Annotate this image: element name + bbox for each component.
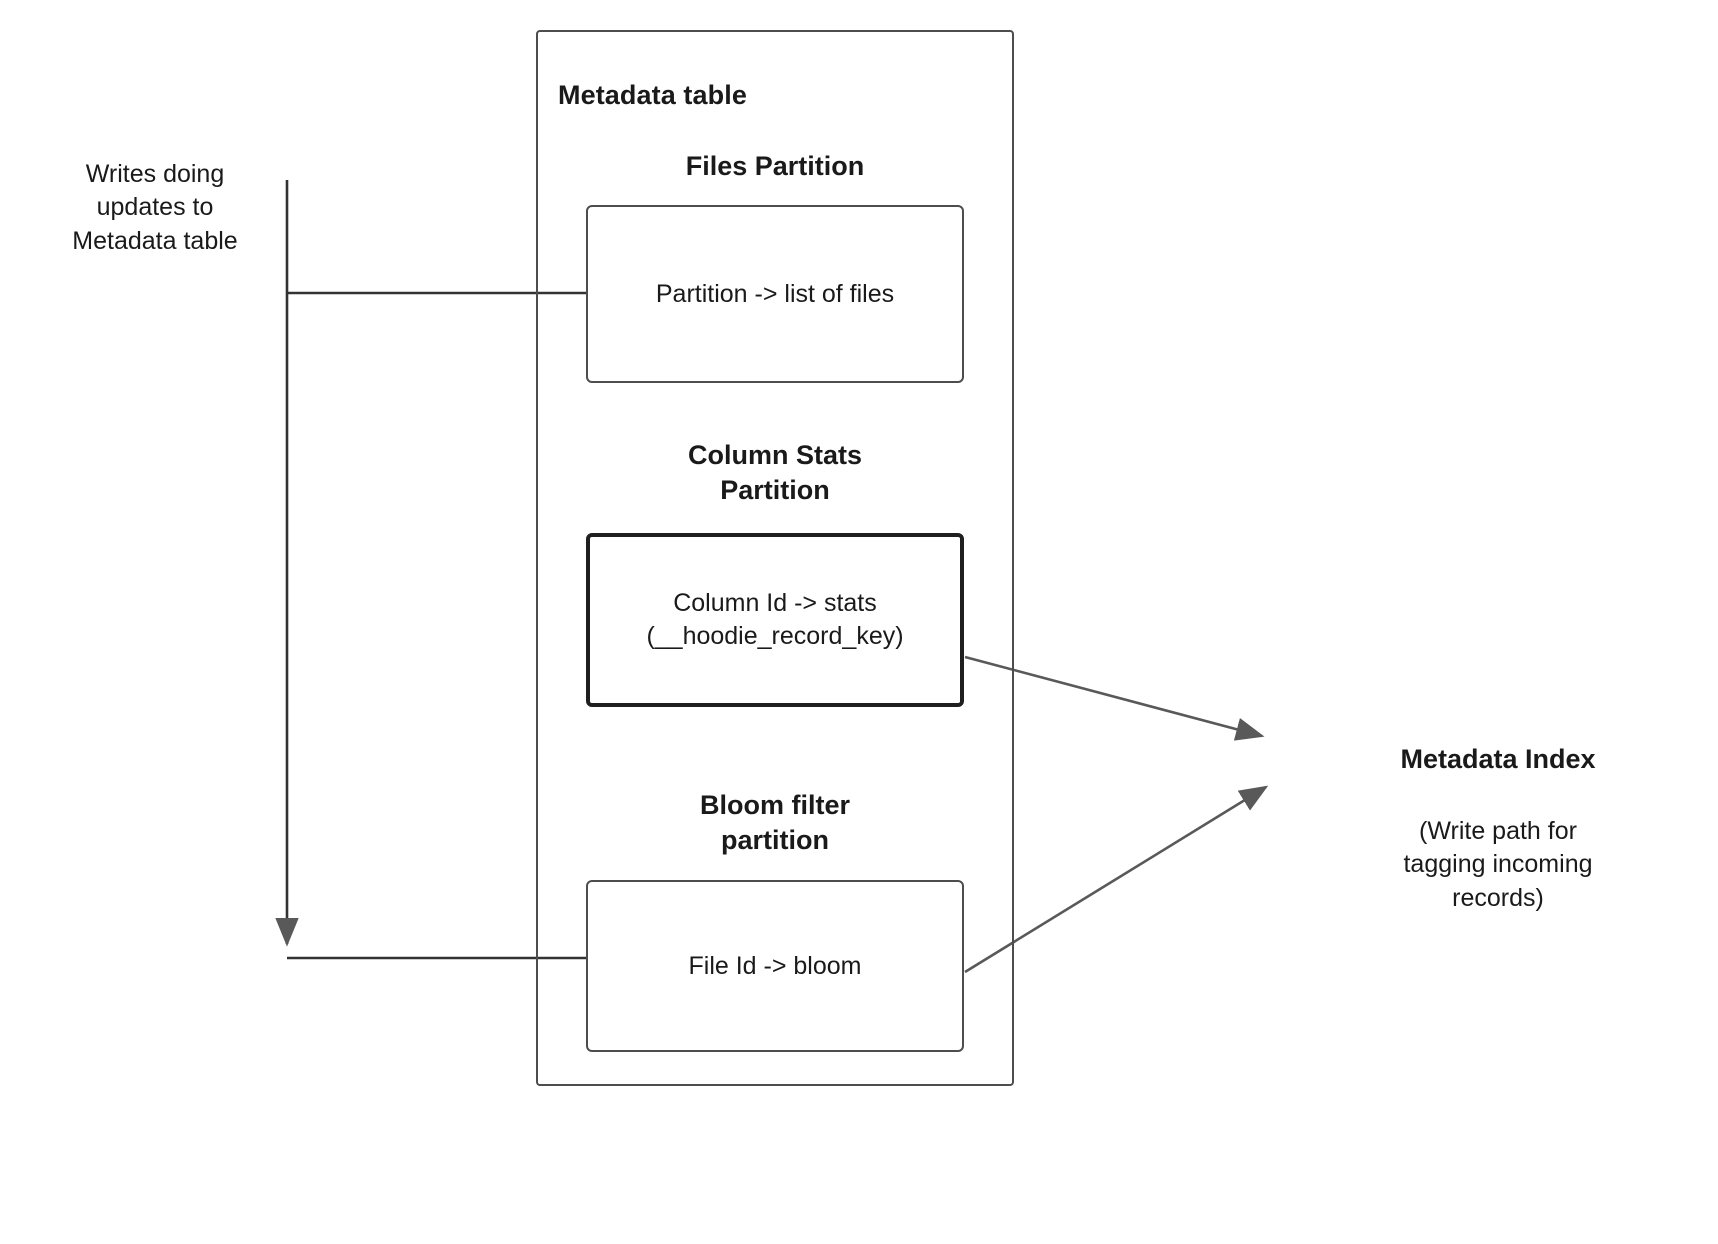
- bloom-filter-partition-title: Bloom filter partition: [699, 790, 850, 856]
- files-partition-box-label: Partition -> list of files: [655, 279, 895, 308]
- metadata-table-title: Metadata table: [558, 80, 747, 110]
- metadata-index-note: (Write path for tagging incoming records…: [1403, 817, 1593, 912]
- column-stats-partition-box-label: Column Id -> stats (__hoodie_record_key): [646, 589, 904, 650]
- bloom-filter-partition-box-label: File Id -> bloom: [688, 951, 862, 980]
- files-partition-title: Files Partition: [685, 151, 865, 181]
- metadata-index-title: Metadata Index: [1400, 744, 1596, 774]
- files-partition-box: Partition -> list of files: [586, 205, 964, 383]
- column-stats-partition-title: Column Stats Partition: [687, 440, 862, 506]
- metadata-table-container: [536, 30, 1014, 1086]
- writes-annotation: Writes doing updates to Metadata table: [72, 160, 238, 255]
- column-stats-partition-box: Column Id -> stats (__hoodie_record_key): [586, 533, 964, 707]
- bloom-filter-partition-box: File Id -> bloom: [586, 880, 964, 1052]
